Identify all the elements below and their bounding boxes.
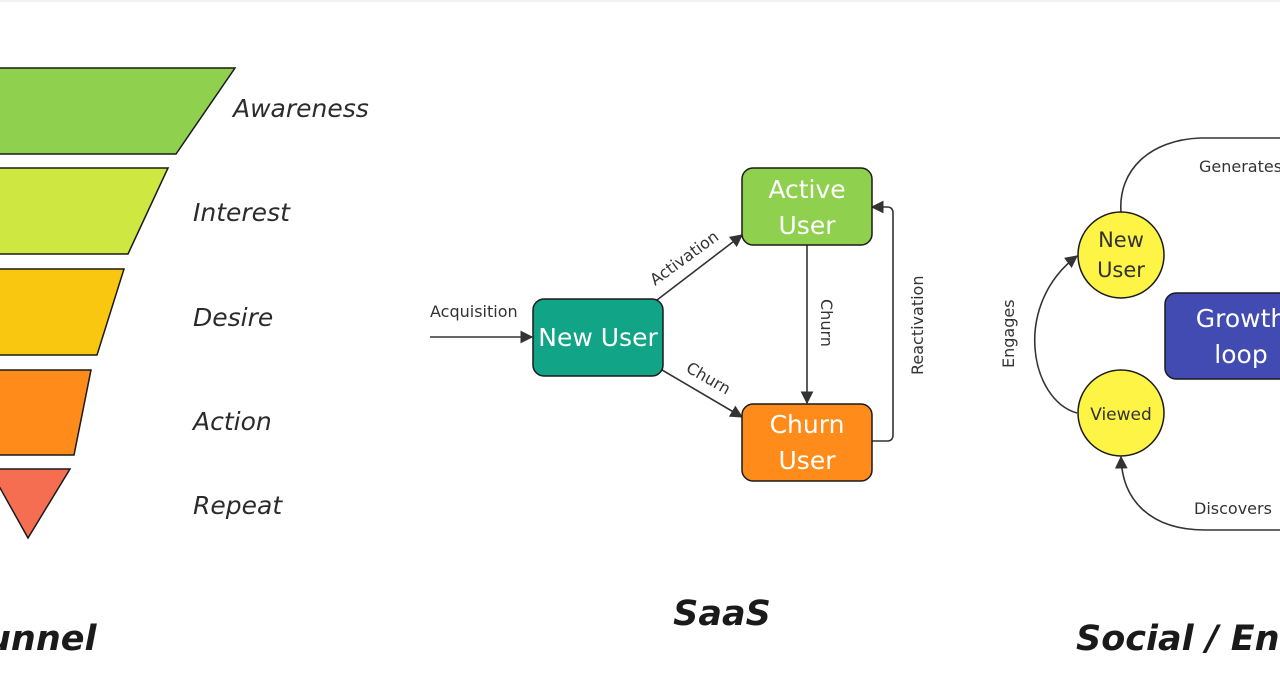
funnel-title: unnel bbox=[0, 619, 97, 659]
social-diagram: Generates Engages Discovers New User Vie… bbox=[999, 137, 1280, 659]
edge-label-reactivation: Reactivation bbox=[908, 276, 927, 375]
node-active-user-label-1: Active bbox=[768, 175, 845, 204]
edge-label-acquisition: Acquisition bbox=[430, 302, 518, 321]
node-social-new-user-label-2: User bbox=[1097, 258, 1145, 282]
funnel-label-repeat: Repeat bbox=[193, 491, 283, 520]
funnel-label-desire: Desire bbox=[193, 303, 273, 332]
node-growth-loop-label-1: Growth bbox=[1196, 304, 1280, 333]
node-churn-user-label-2: User bbox=[779, 446, 837, 475]
edge-label-churn-new: Churn bbox=[683, 358, 734, 398]
edge-label-engages: Engages bbox=[999, 299, 1018, 368]
edge-generates bbox=[1120, 137, 1280, 213]
node-churn-user bbox=[741, 403, 873, 482]
saas-title: SaaS bbox=[673, 594, 771, 634]
edge-label-churn-active: Churn bbox=[817, 299, 836, 347]
funnel-stage-interest bbox=[0, 167, 170, 255]
node-new-user bbox=[532, 298, 664, 377]
node-viewed bbox=[1077, 369, 1165, 457]
edge-activation bbox=[656, 234, 744, 301]
edge-discovers bbox=[1114, 455, 1280, 531]
node-social-new-user-label-1: New bbox=[1098, 228, 1144, 252]
funnel-diagram: Awareness Interest Desire Action Repeat … bbox=[0, 67, 369, 659]
node-viewed-label: Viewed bbox=[1090, 405, 1152, 425]
funnel-stage-desire bbox=[0, 268, 126, 356]
node-growth-loop-label-2: loop bbox=[1214, 340, 1267, 369]
node-social-new-user bbox=[1077, 211, 1165, 299]
funnel-stage-awareness bbox=[0, 67, 237, 155]
node-active-user bbox=[741, 167, 873, 246]
funnel-label-action: Action bbox=[191, 407, 272, 436]
saas-diagram: Acquisition Activation Churn Churn React… bbox=[430, 167, 927, 634]
node-churn-user-label-1: Churn bbox=[770, 410, 845, 439]
funnel-stage-repeat bbox=[0, 468, 72, 540]
edge-engages bbox=[1034, 255, 1079, 414]
funnel-label-awareness: Awareness bbox=[231, 94, 369, 123]
edge-churn-from-new bbox=[656, 366, 744, 418]
funnel-stage-action bbox=[0, 369, 92, 456]
social-title: Social / Ente bbox=[1076, 619, 1280, 659]
edge-label-generates: Generates bbox=[1199, 157, 1280, 176]
funnel-label-interest: Interest bbox=[193, 198, 291, 227]
node-new-user-label: New User bbox=[538, 323, 658, 352]
edge-reactivation bbox=[870, 200, 894, 442]
edge-label-discovers: Discovers bbox=[1194, 499, 1272, 518]
node-active-user-label-2: User bbox=[779, 211, 837, 240]
node-growth-loop bbox=[1164, 292, 1280, 380]
